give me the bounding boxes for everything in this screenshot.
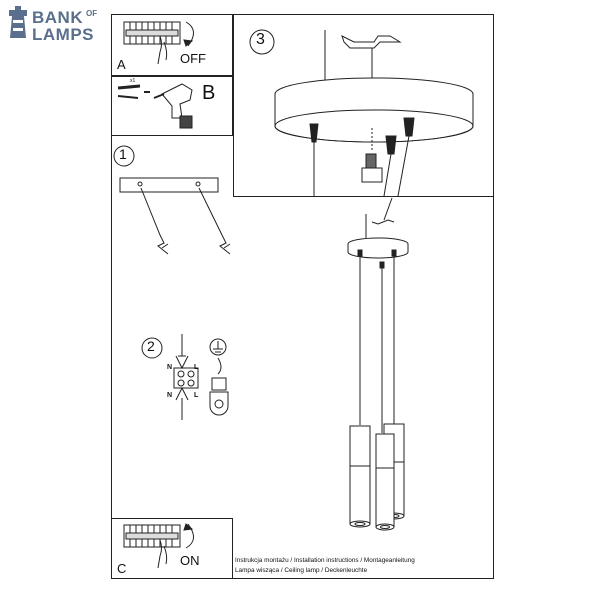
drill-icon [153,83,193,129]
sheet-caption: Instrukcja montażu / Installation instru… [235,556,415,576]
breaker-switch-icon [123,21,181,45]
caption-line-2: Lampa wisząca / Ceiling lamp / Deckenleu… [235,567,368,574]
wire-left-icon [140,187,169,255]
battery-count: x1 [130,78,136,84]
ground-terminal-icon [209,338,229,416]
brand-name-line1: BANK [32,8,84,27]
step-c-letter: C [117,561,127,576]
step-2-badge [141,337,163,359]
hand-on-icon [157,539,168,569]
terminal-block-icon [173,334,199,420]
screw-set-icon [117,84,150,99]
step-2-number: 2 [147,338,155,354]
brand-logo: BANK OF LAMPS [6,6,106,44]
wire-l-bottom: L [194,392,199,399]
brand-name-of: OF [86,9,98,18]
step-3-number: 3 [256,31,265,48]
step-a-letter: A [117,57,126,72]
step-1-badge [113,145,135,167]
step-1-number: 1 [119,146,127,162]
breaker-switch-on-icon [123,524,181,548]
lighthouse-icon [9,6,27,38]
step-c-action: ON [180,553,200,568]
hand-icon [157,35,168,65]
wire-n-top: N [167,364,173,371]
wire-l-top: L [194,364,199,371]
wire-n-bottom: N [167,392,173,399]
step-a-action: OFF [180,51,206,66]
mounting-bracket-icon [341,35,402,49]
caption-line-1: Instrukcja montażu / Installation instru… [235,557,415,564]
pendant-shade-left [349,425,371,528]
pendant-shade-center [375,433,395,531]
step-b-letter: B [202,82,216,104]
arrow-head-icon [183,39,194,47]
brand-name-line2: LAMPS [32,25,94,44]
cable-grip-icon [309,117,415,155]
step-3-badge [249,29,275,55]
wire-right-icon [198,187,231,255]
grub-screw-icon [365,153,377,169]
mounting-plate-icon [119,177,219,193]
